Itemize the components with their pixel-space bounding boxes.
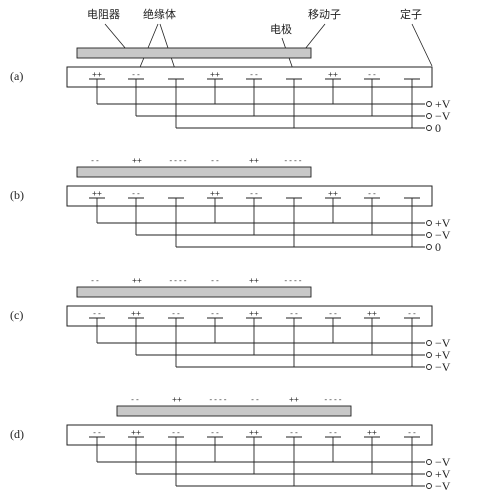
stator-charge: ++ [367, 428, 377, 437]
label-electrode: 电极 [270, 22, 292, 36]
stator-charge: ++ [328, 70, 338, 79]
panel-a: (a) ++ -- ++ -- ++ -- +V−V0 [10, 47, 451, 135]
stator-bar [66, 305, 433, 327]
stator-charge: -- [131, 189, 141, 198]
mover-charge: -- [90, 156, 100, 165]
terminal-label: −V [435, 336, 451, 350]
terminal-dot [426, 125, 432, 131]
terminal-label: +V [435, 467, 451, 481]
mover-resistor [76, 166, 312, 178]
panel-label: (c) [10, 308, 23, 322]
stator-charge: -- [210, 428, 220, 437]
stator-charge: -- [367, 70, 377, 79]
stator-charge: -- [171, 428, 181, 437]
mover-charge: ---- [168, 156, 187, 165]
mover-charge: ++ [172, 395, 182, 404]
stator-charge: ++ [92, 70, 102, 79]
panel-d: (d)--++------++------++----++----++--−V+… [10, 395, 451, 493]
terminal-dot [426, 101, 432, 107]
stator-charge: -- [328, 428, 338, 437]
terminal-label: +V [435, 97, 451, 111]
terminal-dot [426, 459, 432, 465]
stator-charge: -- [171, 309, 181, 318]
stator-bar [66, 424, 433, 446]
stator-charge: ++ [210, 189, 220, 198]
stator-charge: ++ [328, 189, 338, 198]
terminal-label: +V [435, 216, 451, 230]
mover-resistor [76, 47, 312, 59]
terminal-label: 0 [435, 240, 441, 254]
label-mover: 移动子 [308, 8, 341, 21]
terminal-dot [426, 113, 432, 119]
mover-charge: ---- [283, 276, 302, 285]
stator-charge: -- [210, 309, 220, 318]
terminal-label: 0 [435, 121, 441, 135]
stator-charge: -- [407, 309, 417, 318]
terminal-dot [426, 364, 432, 370]
stator-charge: -- [92, 428, 102, 437]
mover-charge: -- [210, 156, 220, 165]
panel-label: (a) [10, 69, 23, 83]
terminal-dot [426, 340, 432, 346]
stator-charge: ++ [92, 189, 102, 198]
terminal-label: −V [435, 479, 451, 493]
panel-label: (d) [10, 427, 24, 441]
terminal-label: −V [435, 360, 451, 374]
stator-charge: ++ [131, 309, 141, 318]
label-resistor: 电阻器 [87, 8, 120, 21]
mover-charge: -- [90, 276, 100, 285]
terminal-label: −V [435, 455, 451, 469]
mover-charge: ++ [132, 156, 142, 165]
stator-charge: -- [289, 309, 299, 318]
stator-charge: ++ [367, 309, 377, 318]
stator-charge: -- [289, 428, 299, 437]
terminal-dot [426, 471, 432, 477]
stator-charge: -- [131, 70, 141, 79]
mover-charge: -- [210, 276, 220, 285]
terminal-dot [426, 220, 432, 226]
mover-resistor [76, 286, 312, 298]
mover-charge: ++ [249, 156, 259, 165]
mover-charge: ++ [132, 276, 142, 285]
stator-charge: ++ [131, 428, 141, 437]
terminal-label: +V [435, 348, 451, 362]
panel-c: (c)--++------++------++----++----++--−V+… [10, 276, 451, 374]
mover-charge: ---- [283, 156, 302, 165]
terminal-dot [426, 483, 432, 489]
stator-charge: -- [407, 428, 417, 437]
stator-charge: ++ [249, 309, 259, 318]
stator-charge: ++ [249, 428, 259, 437]
stator-bar [66, 66, 433, 88]
terminal-dot [426, 352, 432, 358]
terminal-dot [426, 244, 432, 250]
stator-charge: -- [328, 309, 338, 318]
mover-charge: ---- [208, 395, 227, 404]
mover-charge: ---- [168, 276, 187, 285]
stator-charge: -- [249, 189, 259, 198]
panel-label: (b) [10, 188, 24, 202]
terminal-dot [426, 232, 432, 238]
stator-bar [66, 185, 433, 207]
stator-charge: -- [92, 309, 102, 318]
stator-charge: -- [367, 189, 377, 198]
label-insulator: 绝缘体 [143, 7, 176, 21]
label-stator: 定子 [400, 7, 422, 21]
mover-charge: -- [250, 395, 260, 404]
mover-charge: ++ [249, 276, 259, 285]
panel-b: (b)--++------++----++--++--++--+V−V0 [10, 156, 451, 254]
mover-resistor [116, 405, 352, 417]
mover-charge: -- [130, 395, 140, 404]
stator-charge: -- [249, 70, 259, 79]
stator-charge: ++ [210, 70, 220, 79]
terminal-label: −V [435, 228, 451, 242]
terminal-label: −V [435, 109, 451, 123]
mover-charge: ++ [289, 395, 299, 404]
mover-charge: ---- [323, 395, 342, 404]
